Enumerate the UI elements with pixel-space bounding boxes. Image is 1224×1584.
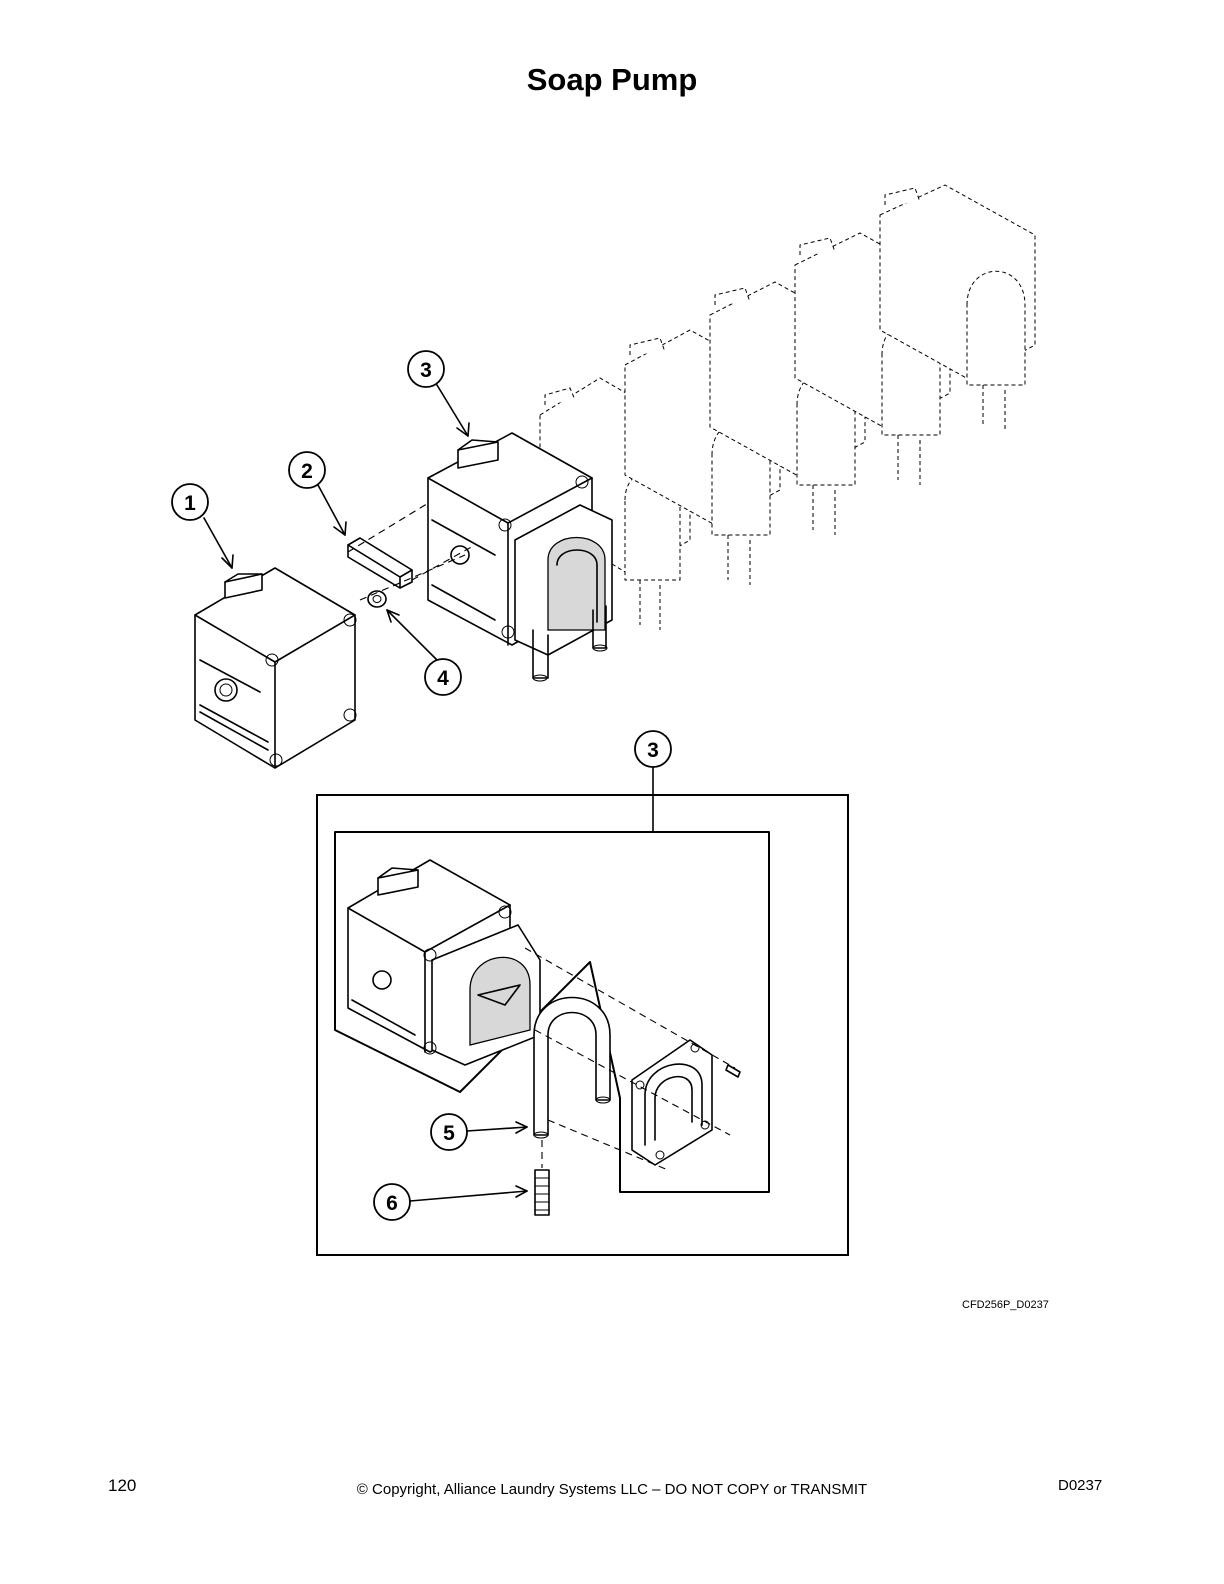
explode-line	[534, 1029, 731, 1136]
part-4-washer	[367, 590, 387, 608]
detail-cover-plate	[631, 1039, 713, 1166]
figure-code: CFD256P_D0237	[962, 1299, 1049, 1311]
callout-1: 1	[171, 483, 209, 521]
document-code: D0237	[1058, 1477, 1103, 1494]
copyright-notice: © Copyright, Alliance Laundry Systems LL…	[356, 1481, 868, 1498]
ghost-pump-5	[879, 184, 1036, 430]
ghost-pump-row	[539, 184, 1036, 630]
detail-screw	[725, 1064, 741, 1078]
svg-text:6: 6	[386, 1192, 398, 1215]
callout-2: 2	[288, 451, 326, 489]
callout-5: 5	[430, 1113, 468, 1151]
callout-3-detail: 3	[634, 730, 672, 768]
svg-text:3: 3	[647, 739, 659, 762]
callout-leaders	[203, 384, 470, 661]
detail-tube	[533, 996, 611, 1139]
svg-text:4: 4	[437, 667, 449, 690]
svg-text:2: 2	[301, 460, 313, 483]
callout-6: 6	[373, 1183, 411, 1221]
part-3-pump-assembly	[427, 432, 613, 682]
detail-fitting	[534, 1140, 550, 1216]
svg-text:3: 3	[420, 359, 432, 382]
part-1-cover-housing	[194, 567, 357, 769]
callout-leaders-detail	[409, 1121, 528, 1202]
explode-line	[411, 544, 476, 581]
explode-line	[347, 501, 431, 553]
svg-text:5: 5	[443, 1122, 455, 1145]
page-title: Soap Pump	[526, 62, 698, 97]
detail-pump-body	[347, 859, 541, 1066]
explode-line	[524, 947, 736, 1069]
detail-box	[316, 766, 849, 1256]
callout-4: 4	[424, 658, 462, 696]
part-2-coupling	[347, 537, 413, 589]
svg-text:1: 1	[184, 492, 196, 515]
callout-3-top: 3	[407, 350, 445, 388]
explode-line	[547, 1119, 669, 1171]
page-number: 120	[108, 1476, 137, 1495]
